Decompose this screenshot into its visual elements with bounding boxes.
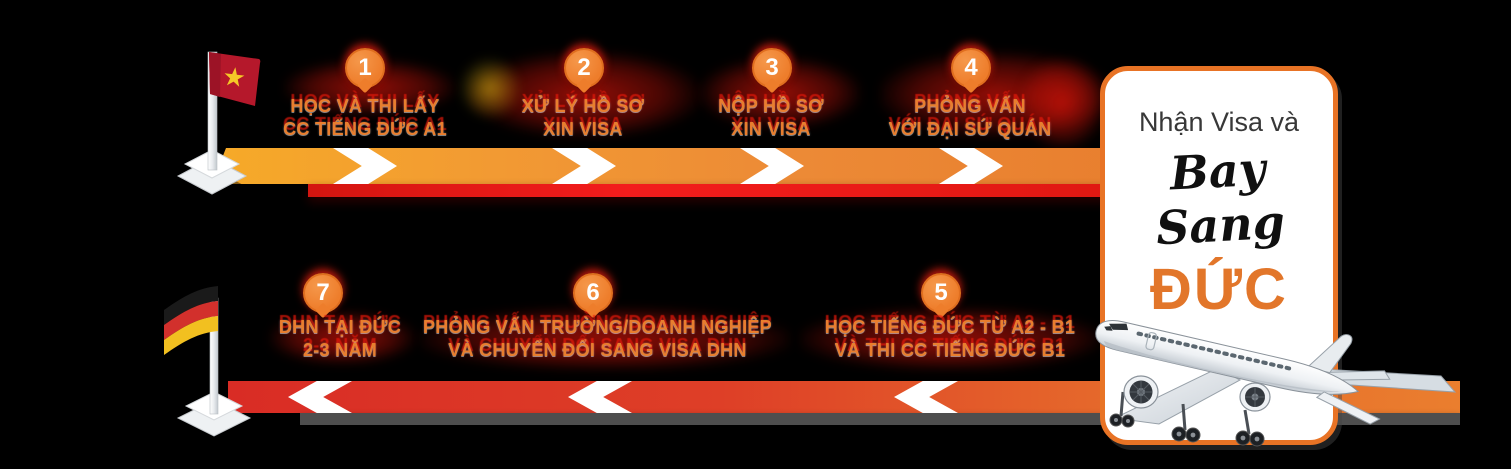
card-country-title: ĐỨC [1150,257,1288,322]
step-7-label: DHN TẠI ĐỨC 2-3 NĂM [240,316,440,362]
step-4-label: PHỎNG VẤN VỚI ĐẠI SỨ QUÁN [855,95,1085,141]
step-6-badge: 6 [573,273,613,313]
step-number: 6 [586,279,600,306]
step-number: 2 [577,54,591,81]
step-5-badge: 5 [921,273,961,313]
step-label-line: HỌC VÀ THI LẤY [290,96,440,116]
step-1-badge: 1 [345,48,385,88]
step-label-line: VÀ THI CC TIẾNG ĐỨC B1 [834,340,1066,360]
engine [1123,375,1159,409]
step-number: 3 [765,54,779,81]
step-1-label: HỌC VÀ THI LẤY CC TIẾNG ĐỨC A1 [250,95,480,141]
step-label-line: CC TIẾNG ĐỨC A1 [283,119,447,139]
step-3-label: NỘP HỒ SƠ XIN VISA [656,95,886,141]
step-7-badge: 7 [303,273,343,313]
card-script-title: Bay Sang [1154,141,1287,256]
timeline-band-top-3d-edge [308,184,1110,197]
engine [1239,382,1271,412]
step-3-badge: 3 [752,48,792,88]
landing-gear [1119,391,1251,435]
step-label-line: HỌC TIẾNG ĐỨC TỪ A2 - B1 [824,317,1076,337]
svg-text:★: ★ [221,61,248,94]
step-6-label: PHỎNG VẤN TRƯỜNG/DOANH NGHIỆP VÀ CHUYỂN … [400,316,795,362]
step-number: 5 [934,279,948,306]
step-label-line: PHỎNG VẤN TRƯỜNG/DOANH NGHIỆP [422,317,772,337]
step-5-label: HỌC TIẾNG ĐỨC TỪ A2 - B1 VÀ THI CC TIẾNG… [795,316,1105,362]
step-number: 7 [316,279,330,306]
step-label-line: 2-3 NĂM [302,340,378,360]
germany-flag-icon [164,286,253,442]
step-number: 1 [358,54,372,81]
card-subtitle: Nhận Visa và [1138,107,1300,137]
step-number: 4 [964,54,978,81]
step-label-line: VÀ CHUYỂN ĐỔI SANG VISA DHN [448,340,747,360]
step-4-badge: 4 [951,48,991,88]
step-2-badge: 2 [564,48,604,88]
step-label-line: DHN TẠI ĐỨC [278,317,402,337]
vietnam-flag-icon: ★ [176,51,261,206]
step-label-line: XIN VISA [731,119,811,139]
step-label-line: PHỎNG VẤN [914,96,1026,116]
step-label-line: VỚI ĐẠI SỨ QUÁN [888,119,1052,139]
step-label-line: NỘP HỒ SƠ [718,96,824,116]
airplane-icon [1095,320,1457,447]
